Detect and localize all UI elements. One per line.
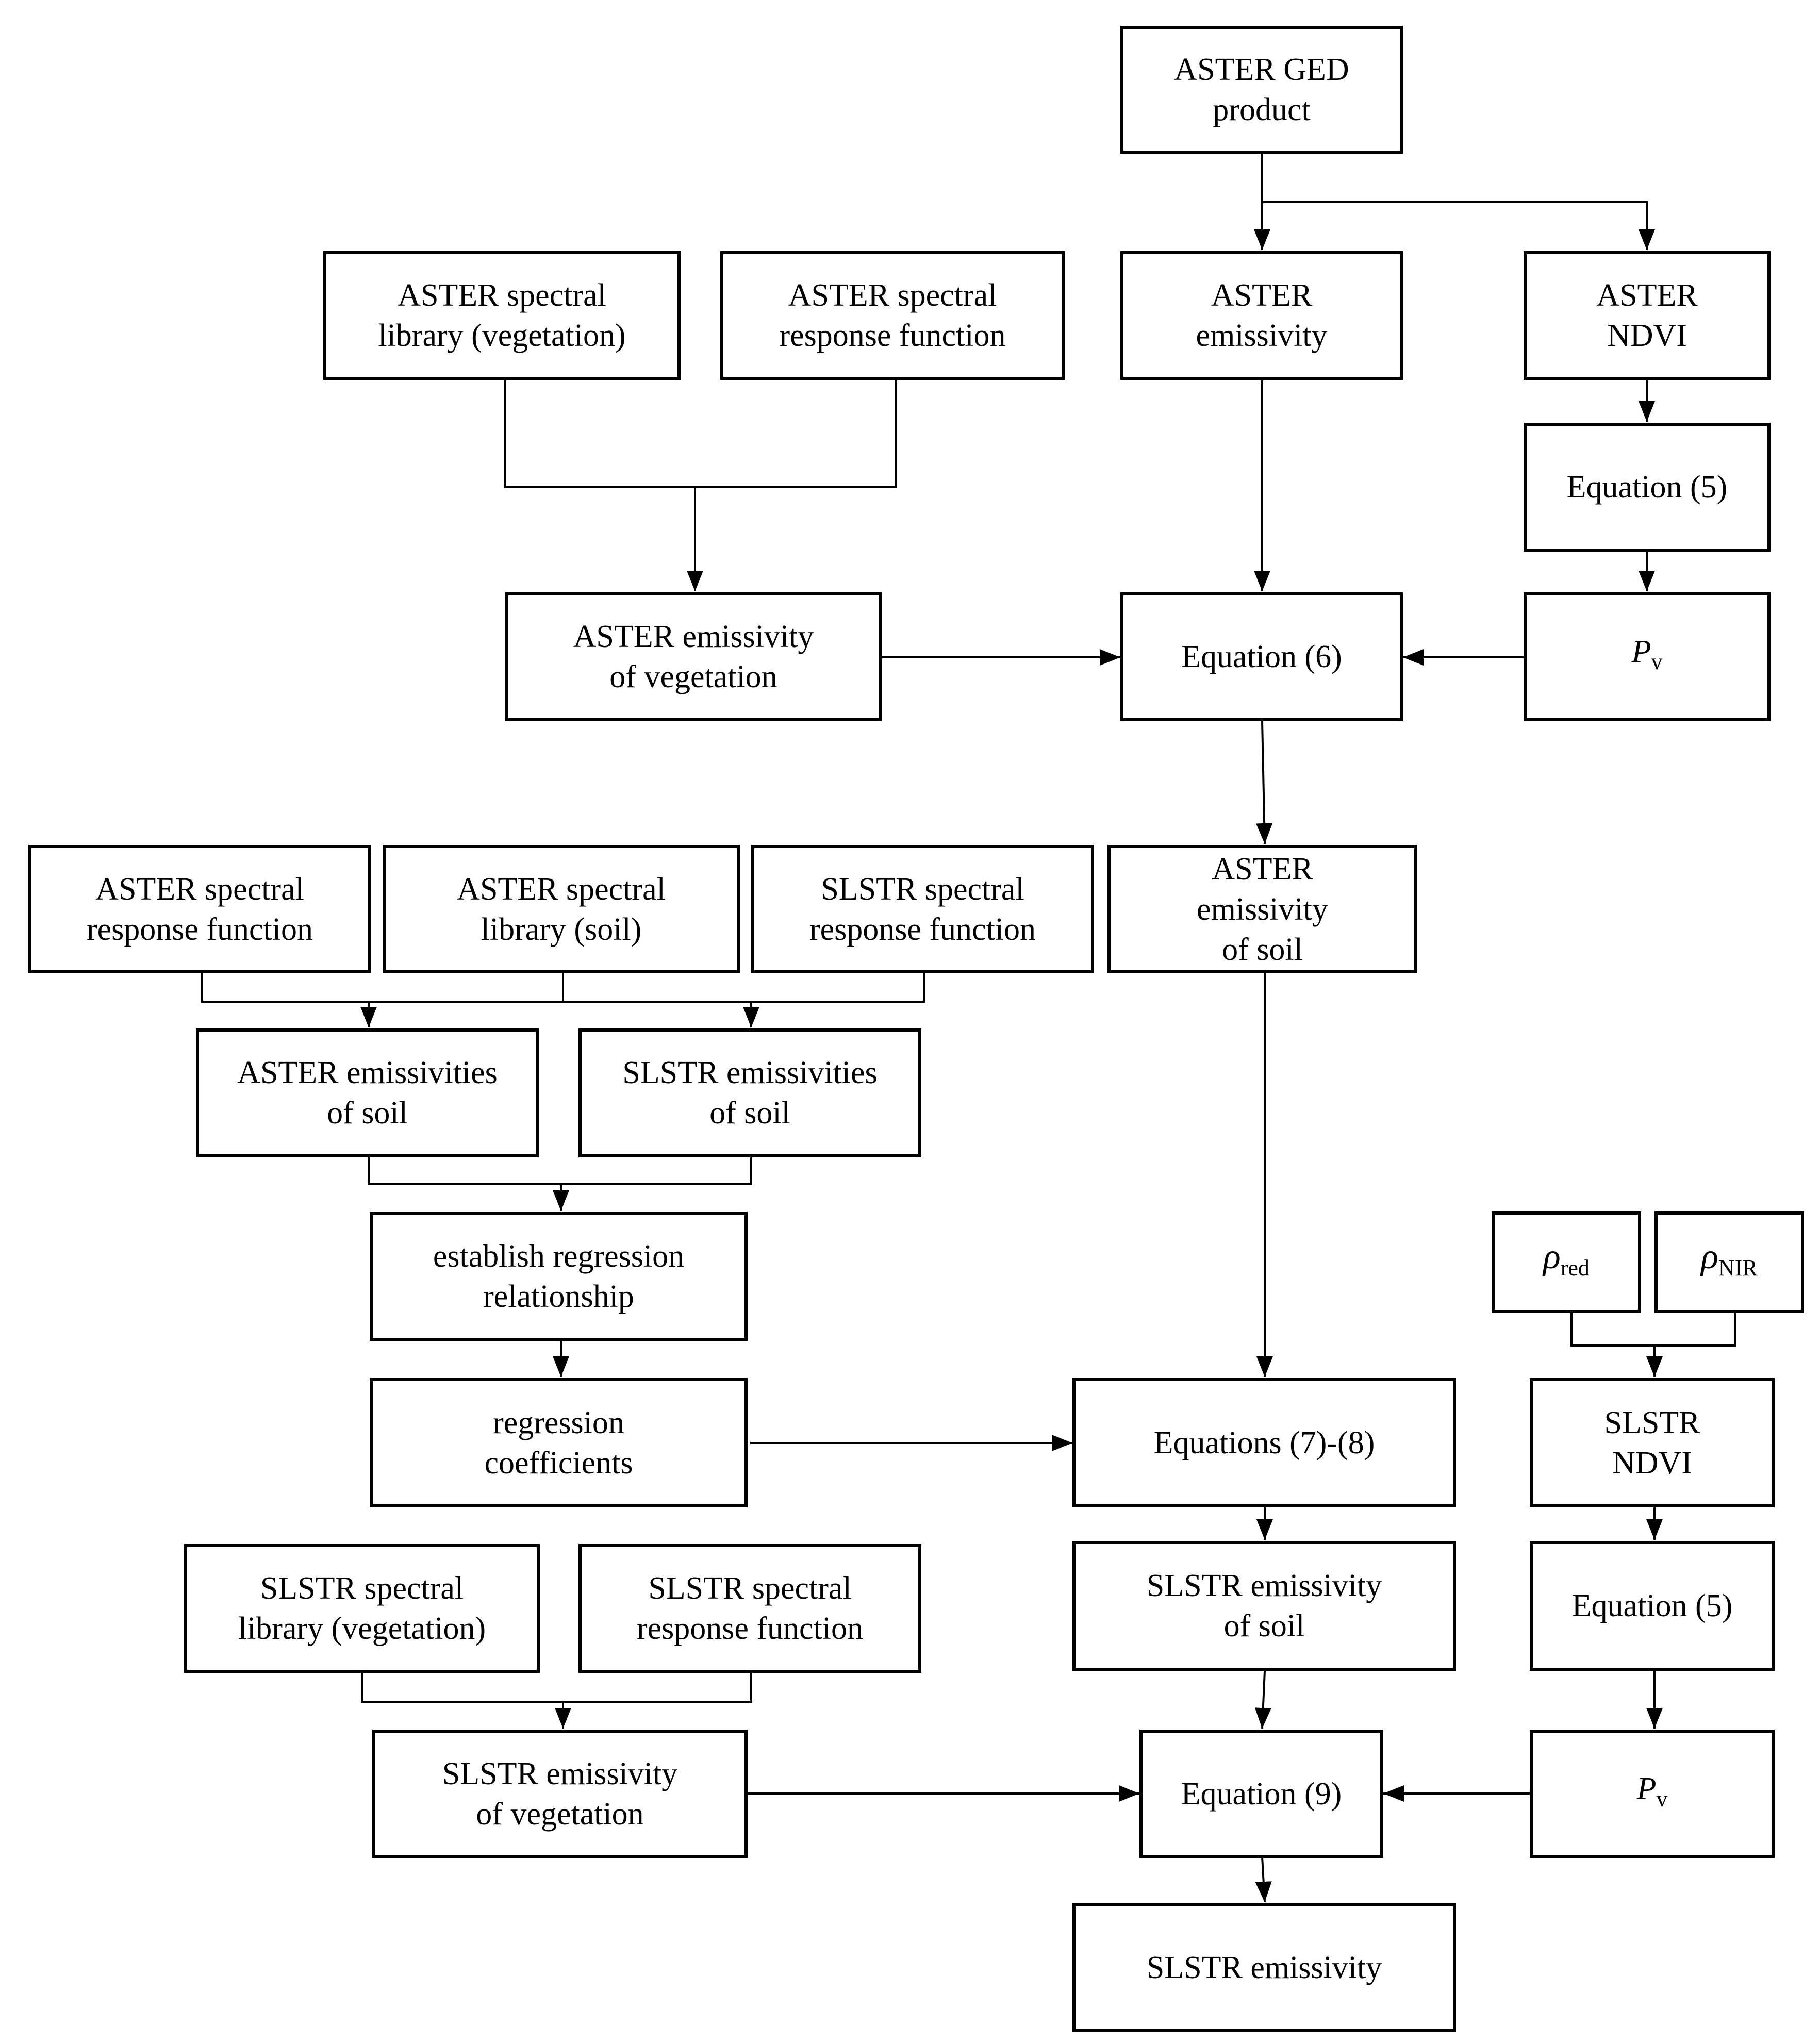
label-line: of soil bbox=[709, 1095, 790, 1131]
label-line: ASTER spectral bbox=[788, 278, 997, 313]
slstr-emissivities-of-soil-box: SLSTR emissivities of soil bbox=[578, 1028, 921, 1157]
aster-ged-product-box: ASTER GED product bbox=[1120, 26, 1403, 154]
connector-soil-eq9 bbox=[1254, 1670, 1271, 1729]
label-line: SLSTR emissivities bbox=[622, 1055, 878, 1090]
label-line: SLSTR spectral bbox=[821, 871, 1024, 907]
equation-5-top-box: Equation (5) bbox=[1524, 423, 1771, 552]
label-line: establish regression bbox=[433, 1239, 685, 1274]
label-line: of soil bbox=[1223, 1608, 1305, 1643]
slstr-spectral-library-vegetation-box: SLSTR spectral library (vegetation) bbox=[184, 1544, 540, 1673]
aster-spectral-response-function-top-box: ASTER spectral response function bbox=[720, 251, 1065, 380]
label-line: library (vegetation) bbox=[238, 1611, 486, 1646]
label-line: NDVI bbox=[1607, 318, 1687, 353]
rho-symbol: ρ bbox=[1543, 1236, 1561, 1276]
label-line: of vegetation bbox=[476, 1796, 644, 1832]
connector-ged-trunk bbox=[1261, 153, 1655, 250]
regression-coefficients-box: regression coefficients bbox=[370, 1378, 748, 1507]
label-line: ASTER bbox=[1596, 278, 1698, 313]
label-line: SLSTR emissivity bbox=[1146, 1950, 1382, 1985]
label-line: Equation (9) bbox=[1181, 1776, 1342, 1812]
label-line: Equations (7)-(8) bbox=[1153, 1425, 1375, 1460]
slstr-emissivity-box: SLSTR emissivity bbox=[1072, 1903, 1456, 2032]
connectors bbox=[201, 153, 1736, 1903]
slstr-spectral-response-function-mid-box: SLSTR spectral response function bbox=[751, 845, 1094, 973]
connector-soil-merge bbox=[201, 973, 925, 1027]
label-line: ASTER emissivity bbox=[573, 619, 814, 654]
label-line: SLSTR emissivity bbox=[1146, 1568, 1382, 1603]
connector-veg-merge bbox=[504, 380, 897, 591]
label-line: Equation (5) bbox=[1571, 1588, 1733, 1623]
label-line: emissivity bbox=[1196, 318, 1328, 353]
label-line: ASTER emissivities bbox=[237, 1055, 498, 1090]
label-line: NDVI bbox=[1612, 1445, 1692, 1481]
aster-emissivity-box: ASTER emissivity bbox=[1120, 251, 1403, 380]
equations-7-8-box: Equations (7)-(8) bbox=[1072, 1378, 1456, 1507]
label-line: library (soil) bbox=[481, 911, 642, 947]
label-line: relationship bbox=[483, 1279, 634, 1314]
label-line: ASTER spectral bbox=[457, 871, 666, 907]
establish-regression-relationship-box: establish regression relationship bbox=[370, 1212, 748, 1341]
connector-eq9-final bbox=[1255, 1856, 1272, 1903]
label-line: of soil bbox=[1222, 932, 1303, 967]
label-line: ASTER bbox=[1211, 278, 1313, 313]
slstr-ndvi-box: SLSTR NDVI bbox=[1530, 1378, 1775, 1507]
rho-nir-box: ρNIR bbox=[1654, 1211, 1804, 1313]
equation-9-box: Equation (9) bbox=[1139, 1730, 1383, 1858]
label-line: response function bbox=[86, 911, 313, 947]
aster-emissivity-of-soil-box: ASTER emissivity of soil bbox=[1107, 845, 1417, 973]
label-line: response function bbox=[636, 1611, 864, 1646]
label-line: SLSTR bbox=[1604, 1405, 1700, 1440]
connector-eq6-soil bbox=[1256, 721, 1273, 844]
label-line: Equation (6) bbox=[1181, 639, 1342, 674]
label-line: regression bbox=[493, 1405, 624, 1440]
equation-5-bottom-box: Equation (5) bbox=[1530, 1541, 1775, 1671]
pv-subscript: v bbox=[1656, 1786, 1668, 1812]
label-line: SLSTR spectral bbox=[648, 1571, 852, 1606]
pv-subscript: v bbox=[1651, 649, 1663, 674]
pv-bottom-box: Pv bbox=[1530, 1730, 1775, 1858]
pv-top-box: Pv bbox=[1524, 592, 1771, 721]
aster-spectral-library-soil-box: ASTER spectral library (soil) bbox=[383, 845, 740, 973]
label-line: ASTER spectral bbox=[95, 871, 304, 907]
aster-spectral-response-function-mid-box: ASTER spectral response function bbox=[28, 845, 371, 973]
rho-subscript: red bbox=[1560, 1255, 1590, 1281]
aster-spectral-library-vegetation-box: ASTER spectral library (vegetation) bbox=[323, 251, 681, 380]
label-line: Equation (5) bbox=[1566, 470, 1728, 505]
rho-red-box: ρred bbox=[1492, 1211, 1641, 1313]
label-line: ASTER bbox=[1212, 851, 1313, 887]
label-line: emissivity bbox=[1197, 891, 1328, 927]
label-line: response function bbox=[809, 911, 1036, 947]
label-line: coefficients bbox=[484, 1445, 633, 1481]
aster-emissivity-of-vegetation-box: ASTER emissivity of vegetation bbox=[505, 592, 882, 721]
aster-emissivities-of-soil-box: ASTER emissivities of soil bbox=[196, 1028, 539, 1157]
slstr-emissivity-of-soil-box: SLSTR emissivity of soil bbox=[1072, 1541, 1456, 1671]
label-line: of soil bbox=[327, 1095, 408, 1131]
label-line: response function bbox=[779, 318, 1006, 353]
connector-emissivities-regression bbox=[368, 1157, 752, 1211]
label-line: product bbox=[1213, 92, 1311, 127]
pv-symbol: P bbox=[1636, 1771, 1657, 1806]
aster-ndvi-box: ASTER NDVI bbox=[1524, 251, 1771, 380]
rho-symbol: ρ bbox=[1701, 1236, 1718, 1276]
equation-6-box: Equation (6) bbox=[1120, 592, 1403, 721]
pv-symbol: P bbox=[1631, 634, 1651, 669]
label-line: SLSTR emissivity bbox=[442, 1756, 678, 1791]
label-line: ASTER GED bbox=[1174, 52, 1349, 87]
slstr-spectral-response-function-bottom-box: SLSTR spectral response function bbox=[578, 1544, 921, 1673]
slstr-emissivity-of-vegetation-box: SLSTR emissivity of vegetation bbox=[372, 1730, 748, 1858]
label-line: SLSTR spectral bbox=[260, 1571, 464, 1606]
connector-rho-merge bbox=[1570, 1313, 1736, 1377]
label-line: library (vegetation) bbox=[378, 318, 626, 353]
rho-subscript: NIR bbox=[1718, 1255, 1758, 1281]
connector-slstr-veg-merge bbox=[361, 1673, 752, 1729]
label-line: ASTER spectral bbox=[398, 278, 606, 313]
label-line: of vegetation bbox=[609, 659, 777, 694]
